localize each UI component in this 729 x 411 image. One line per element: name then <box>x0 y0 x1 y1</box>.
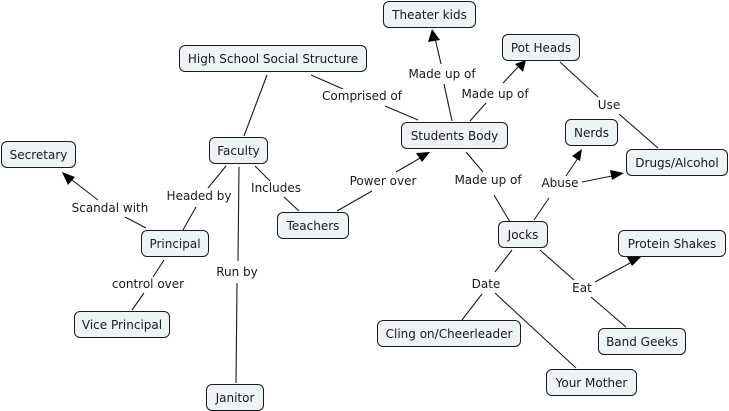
connector-headedby-principal <box>182 206 197 231</box>
connector-students-madeupof-pot <box>469 102 487 122</box>
connector-principal-control <box>152 259 165 278</box>
connector-date-mother <box>494 292 577 369</box>
link-label-scandal-with: Scandal with <box>69 201 151 215</box>
link-label-use: Use <box>595 98 623 112</box>
connector-comprised-students <box>384 105 419 121</box>
connector-jocks-abuse <box>533 197 550 221</box>
link-label-abuse: Abuse <box>539 176 581 190</box>
node-janitor[interactable]: Janitor <box>206 384 264 411</box>
link-label-headed-by: Headed by <box>164 189 234 203</box>
node-your-mother[interactable]: Your Mother <box>546 369 637 396</box>
connector-faculty-includes <box>254 165 273 184</box>
connector-eat-protein <box>594 262 631 283</box>
connector-root-comprised <box>310 74 344 90</box>
connector-runby-janitor <box>235 282 238 384</box>
arrowhead-secretary <box>62 172 75 185</box>
node-theater-kids[interactable]: Theater kids <box>383 1 476 28</box>
link-label-made-up-of-pot: Made up of <box>459 87 531 101</box>
node-teachers[interactable]: Teachers <box>277 212 349 239</box>
connector-abuse-drugs <box>581 175 613 183</box>
node-secretary[interactable]: Secretary <box>1 141 76 168</box>
connector-principal-scandal <box>124 216 147 229</box>
node-vice-principal[interactable]: Vice Principal <box>74 311 170 338</box>
node-faculty[interactable]: Faculty <box>209 137 268 164</box>
arrowhead-theater <box>428 29 440 42</box>
connector-madeupof-jocks <box>493 194 511 223</box>
node-cling-on-cheerleader[interactable]: Cling on/Cheerleader <box>377 320 521 347</box>
node-band-geeks[interactable]: Band Geeks <box>598 328 686 355</box>
link-label-made-up-of-jocks: Made up of <box>452 173 524 187</box>
connector-pot-use <box>559 61 599 98</box>
connector-use-drugs <box>618 113 659 149</box>
connector-includes-teachers <box>283 196 300 212</box>
node-pot-heads[interactable]: Pot Heads <box>502 34 580 61</box>
connector-powerover-students <box>395 156 423 173</box>
node-students-body[interactable]: Students Body <box>401 122 508 149</box>
connector-students-madeupof-theater <box>443 83 453 122</box>
arrowhead-pot <box>515 60 526 72</box>
arrowhead-nerds <box>572 149 582 161</box>
link-label-eat: Eat <box>570 281 594 295</box>
connector-students-madeupof-jocks <box>465 151 484 173</box>
node-nerds[interactable]: Nerds <box>565 119 618 146</box>
connector-control-vice <box>131 292 145 311</box>
node-drugs-alcohol[interactable]: Drugs/Alcohol <box>626 149 728 176</box>
link-label-includes: Includes <box>249 181 303 195</box>
node-high-school-social-structure[interactable]: High School Social Structure <box>179 45 367 72</box>
connector-jocks-eat <box>539 249 575 281</box>
connector-madeupof-theater <box>434 37 442 65</box>
link-label-made-up-of-theater: Made up of <box>406 67 478 81</box>
link-label-power-over: Power over <box>347 174 419 188</box>
arrowhead-drugs <box>610 170 624 180</box>
node-principal[interactable]: Principal <box>141 230 209 257</box>
connector-eat-band <box>590 296 627 328</box>
arrowhead-protein <box>627 257 641 266</box>
connector-root-faculty <box>243 74 268 137</box>
connector-faculty-headedby <box>207 165 227 189</box>
link-label-control-over: control over <box>109 277 187 291</box>
node-jocks[interactable]: Jocks <box>498 221 548 248</box>
connector-madeupof-pot <box>502 66 519 84</box>
connector-abuse-nerds <box>565 157 579 177</box>
link-label-comprised-of: Comprised of <box>320 89 404 103</box>
connector-teachers-powerover <box>336 190 373 212</box>
connector-jocks-date <box>494 249 513 273</box>
node-protein-shakes[interactable]: Protein Shakes <box>618 230 726 257</box>
link-label-date: Date <box>469 277 503 291</box>
connector-faculty-runby <box>237 166 240 262</box>
arrowhead-students <box>416 152 430 162</box>
link-label-run-by: Run by <box>214 265 260 279</box>
connector-scandal-secretary <box>71 179 99 201</box>
connector-date-cling <box>461 293 483 321</box>
